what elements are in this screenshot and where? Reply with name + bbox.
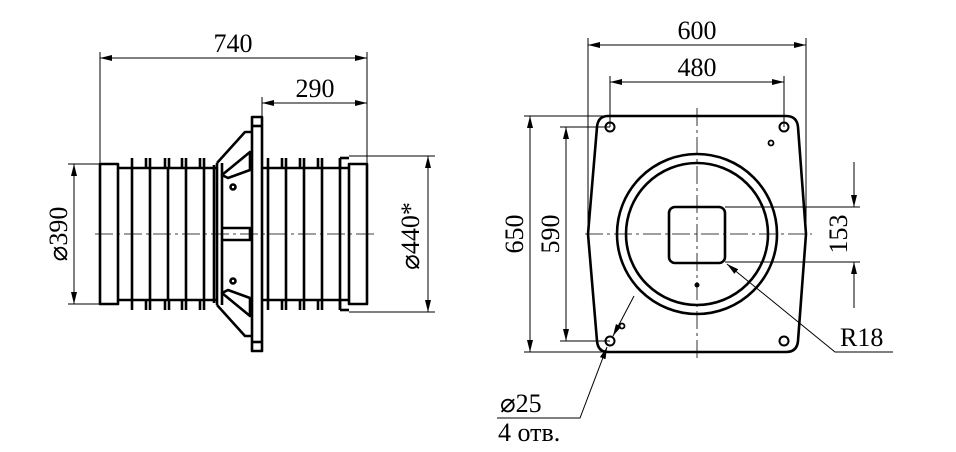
left-end-ring — [98, 162, 120, 306]
dimension-label: 153 — [824, 215, 853, 254]
dimension-590: 590 — [536, 126, 610, 342]
dimension-650: 650 — [500, 115, 608, 353]
dimension-label: 4 отв. — [498, 418, 560, 447]
side-view: 740 290 ⌀390 ⌀440* — [44, 29, 435, 353]
dimension-label: 290 — [296, 74, 335, 103]
dimension-label: R18 — [840, 323, 883, 352]
bolt-hole-icon — [229, 277, 237, 285]
dimension-label: 590 — [536, 215, 565, 254]
dimension-label: ⌀440* — [396, 202, 425, 270]
inner-ring — [624, 161, 770, 307]
small-hole-icon — [767, 139, 775, 147]
center-dot-icon — [694, 282, 700, 288]
dimension-740: 740 — [99, 29, 368, 164]
dimension-label: 650 — [500, 215, 529, 254]
mounting-hole-icon — [778, 335, 790, 347]
right-end-ring — [347, 162, 369, 306]
dimension-480: 480 — [609, 53, 785, 127]
mounting-plate — [586, 114, 808, 354]
dimension-label: 480 — [678, 53, 717, 82]
square-opening — [667, 205, 727, 265]
dimension-diameter-390: ⌀390 — [44, 163, 100, 305]
left-corrugated-section — [118, 158, 216, 310]
dimension-290: 290 — [261, 74, 367, 117]
dimension-label: ⌀25 — [500, 389, 542, 418]
mounting-flange — [250, 115, 264, 353]
front-view: 600 480 650 590 153 R1 — [497, 16, 893, 447]
small-hole-icon — [618, 322, 626, 330]
dimension-600: 600 — [587, 16, 807, 234]
cone-adapter — [215, 130, 252, 338]
dimension-label: 740 — [214, 29, 253, 58]
outer-ring — [615, 152, 779, 316]
leader-hole-diameter: ⌀25 4 отв. — [497, 295, 635, 447]
dimension-153: 153 — [725, 162, 860, 308]
dimension-diameter-440: ⌀440* — [349, 155, 435, 313]
dimension-label: ⌀390 — [44, 207, 73, 262]
bolt-hole-icon — [229, 183, 237, 191]
leader-r18: R18 — [726, 263, 893, 353]
right-corrugated-section — [262, 156, 349, 312]
dimension-label: 600 — [678, 16, 717, 45]
